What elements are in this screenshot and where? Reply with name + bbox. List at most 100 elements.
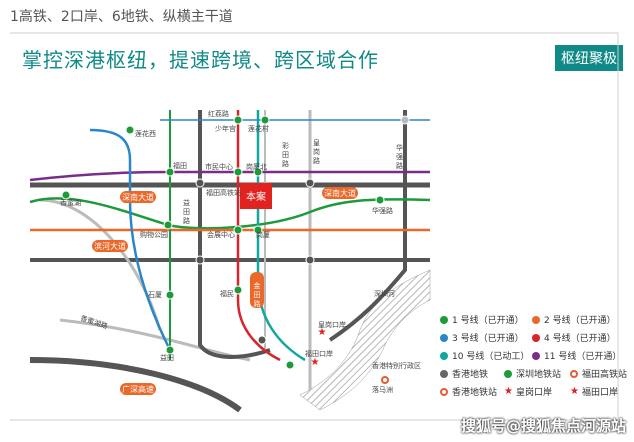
hub-dot (257, 335, 267, 345)
label-huanggang: 皇岗口岸 (318, 320, 346, 329)
label-lianhuacun: 莲花村 (248, 124, 269, 133)
legend-label: 香港地铁站 (452, 388, 498, 398)
shennan2-tag-text: 深南大道 (324, 188, 356, 198)
line-3 (89, 128, 172, 351)
label-xiangmi: 香蜜湖 (60, 198, 81, 207)
station-dot (233, 115, 243, 125)
jintian-tag-text: 金田路 (254, 281, 261, 308)
legend-label: 10 号线（已动工） (452, 352, 530, 362)
guangshen-road (29, 357, 242, 413)
label-huaqiang-road: 华强路 (396, 143, 403, 170)
legend-item: 香港地铁 (440, 367, 488, 380)
station-dot (61, 190, 71, 200)
label-huaqianglu: 华强路 (372, 206, 393, 215)
station-dot (125, 125, 135, 135)
station-dot (233, 167, 243, 177)
label-luomazhou: 落马洲 (372, 385, 393, 394)
legend-item: 深圳地铁站 (504, 367, 561, 380)
side-road (59, 318, 251, 362)
legend-dot-icon (440, 351, 448, 360)
legend-dot-icon (532, 333, 540, 342)
project-box (240, 183, 272, 209)
legend-dot-icon (532, 351, 540, 360)
legend-star-icon: ★ (570, 385, 579, 397)
hub-dot (305, 178, 315, 188)
label-hk: 香港特别行政区 (372, 361, 421, 370)
label-gangshabei: 岗厦北 (246, 163, 267, 171)
hub-dot (195, 255, 205, 265)
legend-label: 4 号线（已开通） (544, 334, 616, 344)
label-shaoniangong: 少年宫 (215, 124, 236, 133)
legend-label: 福田高铁站 (582, 370, 628, 380)
binhe-tag-text: 滨河大道 (94, 241, 126, 251)
legend-star-icon: ★ (504, 385, 513, 397)
huaqiang-road (328, 110, 407, 342)
legend-item: 3 号线（已开通） (440, 331, 524, 344)
line-11 (29, 170, 430, 182)
station-dot (163, 220, 173, 230)
frame-line (10, 32, 619, 420)
legend-label: 1 号线（已开通） (452, 316, 524, 326)
labels: 莲花西 福田 红荔路 少年宫 莲花村 市民中心 岗厦北 福田高铁站 香蜜湖 购物… (60, 109, 421, 394)
label-shenzhenhe: 深圳河 (374, 289, 395, 298)
label-honglin: 红荔路 (208, 109, 229, 118)
station-dot (253, 167, 263, 177)
line-4 (236, 110, 281, 362)
station-dot (233, 225, 243, 235)
legend-item: ★福田口岸 (570, 385, 618, 398)
station-dot (375, 195, 385, 205)
top-title: 1高铁、2口岸、6地铁、纵横主干道 (10, 9, 233, 25)
legend-dot-icon (532, 315, 540, 324)
legend-dot-icon (440, 315, 448, 324)
shennan-tag (120, 191, 156, 203)
stations: ★ ★ (61, 115, 410, 384)
headline: 掌控深港枢纽，提速跨境、跨区域合作 (22, 48, 379, 72)
futian-star: ★ (311, 357, 320, 368)
legend-item: 10 号线（已动工） (440, 349, 529, 362)
station-dot (165, 345, 175, 355)
label-huizhan: 会展中心 (207, 230, 235, 239)
legend-item: 1 号线（已开通） (440, 313, 524, 326)
station-dot (260, 115, 270, 125)
label-shixia: 石厦 (148, 291, 162, 299)
section-badge: 枢纽聚极 (555, 45, 623, 71)
legend-label: 11 号线（已开通） (544, 352, 622, 362)
label-xiangmihu: 香蜜湖路 (79, 313, 108, 330)
legend-label: 皇岗口岸 (515, 388, 552, 398)
shenzhen-river (299, 269, 431, 411)
guangshen-tag (120, 383, 156, 395)
shennan-tag-text: 深南大道 (122, 192, 154, 202)
legend-item: 11 号线（已开通） (532, 349, 621, 362)
project-label: 本案 (246, 190, 266, 203)
legend-ring-icon (440, 387, 448, 396)
label-lianhuaxi: 莲花西 (135, 129, 156, 138)
legend-dot-icon (504, 369, 512, 378)
station-dot (165, 290, 175, 300)
legend-label: 3 号线（已开通） (452, 334, 524, 344)
legend-label: 福田口岸 (581, 388, 618, 398)
label-gouwugongyuan: 购物公园 (140, 230, 168, 239)
hub-dot (195, 178, 205, 188)
legend-label: 香港地铁 (452, 370, 489, 380)
label-gangsha: 岗厦 (256, 231, 270, 239)
hk-station (381, 376, 389, 384)
binhe-tag (92, 240, 128, 252)
label-fumin: 福民 (220, 289, 234, 298)
guangshen-tag-text: 广深高速 (122, 384, 154, 394)
station-dot (165, 167, 175, 177)
line-1 (29, 197, 431, 230)
legend-item: 4 号线（已开通） (532, 331, 616, 344)
label-caitian-road: 彩田路 (282, 141, 289, 168)
shennan2-tag (322, 187, 358, 199)
label-shiminzhongxin: 市民中心 (205, 162, 233, 171)
hub-dot (400, 115, 410, 125)
road-tags: 深南大道 深南大道 滨河大道 广深高速 金田路 (92, 187, 358, 395)
label-futian: 福田 (173, 161, 187, 170)
station-dot (285, 360, 295, 370)
station-dot (233, 285, 243, 295)
hub-dot (305, 255, 315, 265)
jintian-tag (250, 272, 264, 308)
label-huanggang-road: 皇岗路 (313, 138, 320, 165)
